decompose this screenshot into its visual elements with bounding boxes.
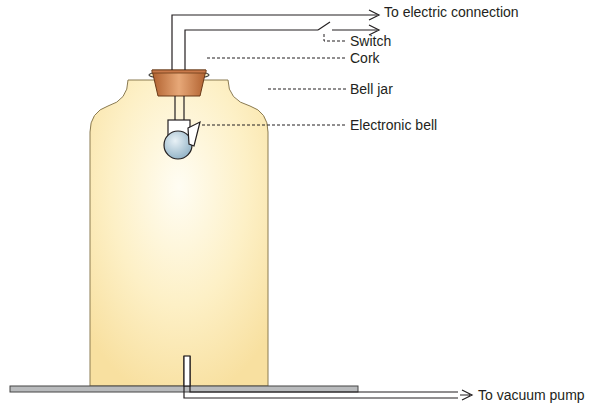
- bell-label: Electronic bell: [350, 117, 437, 133]
- bell-gong: [164, 131, 192, 159]
- bell-jar-label: Bell jar: [350, 81, 393, 97]
- cork: [152, 70, 206, 96]
- vacuum-nozzle: [184, 356, 190, 386]
- pump-label: To vacuum pump: [478, 387, 585, 403]
- leader-lines: [202, 34, 346, 125]
- bell-jar: [90, 80, 268, 386]
- vacuum-tube: [184, 356, 458, 398]
- wire-label: To electric connection: [384, 4, 519, 20]
- wires: [167, 10, 379, 120]
- cork-label: Cork: [350, 50, 380, 66]
- bell-hammer: [188, 122, 200, 146]
- switch-label: Switch: [350, 33, 391, 49]
- cork-top: [152, 70, 206, 73]
- vacuum-arrow: [460, 390, 472, 400]
